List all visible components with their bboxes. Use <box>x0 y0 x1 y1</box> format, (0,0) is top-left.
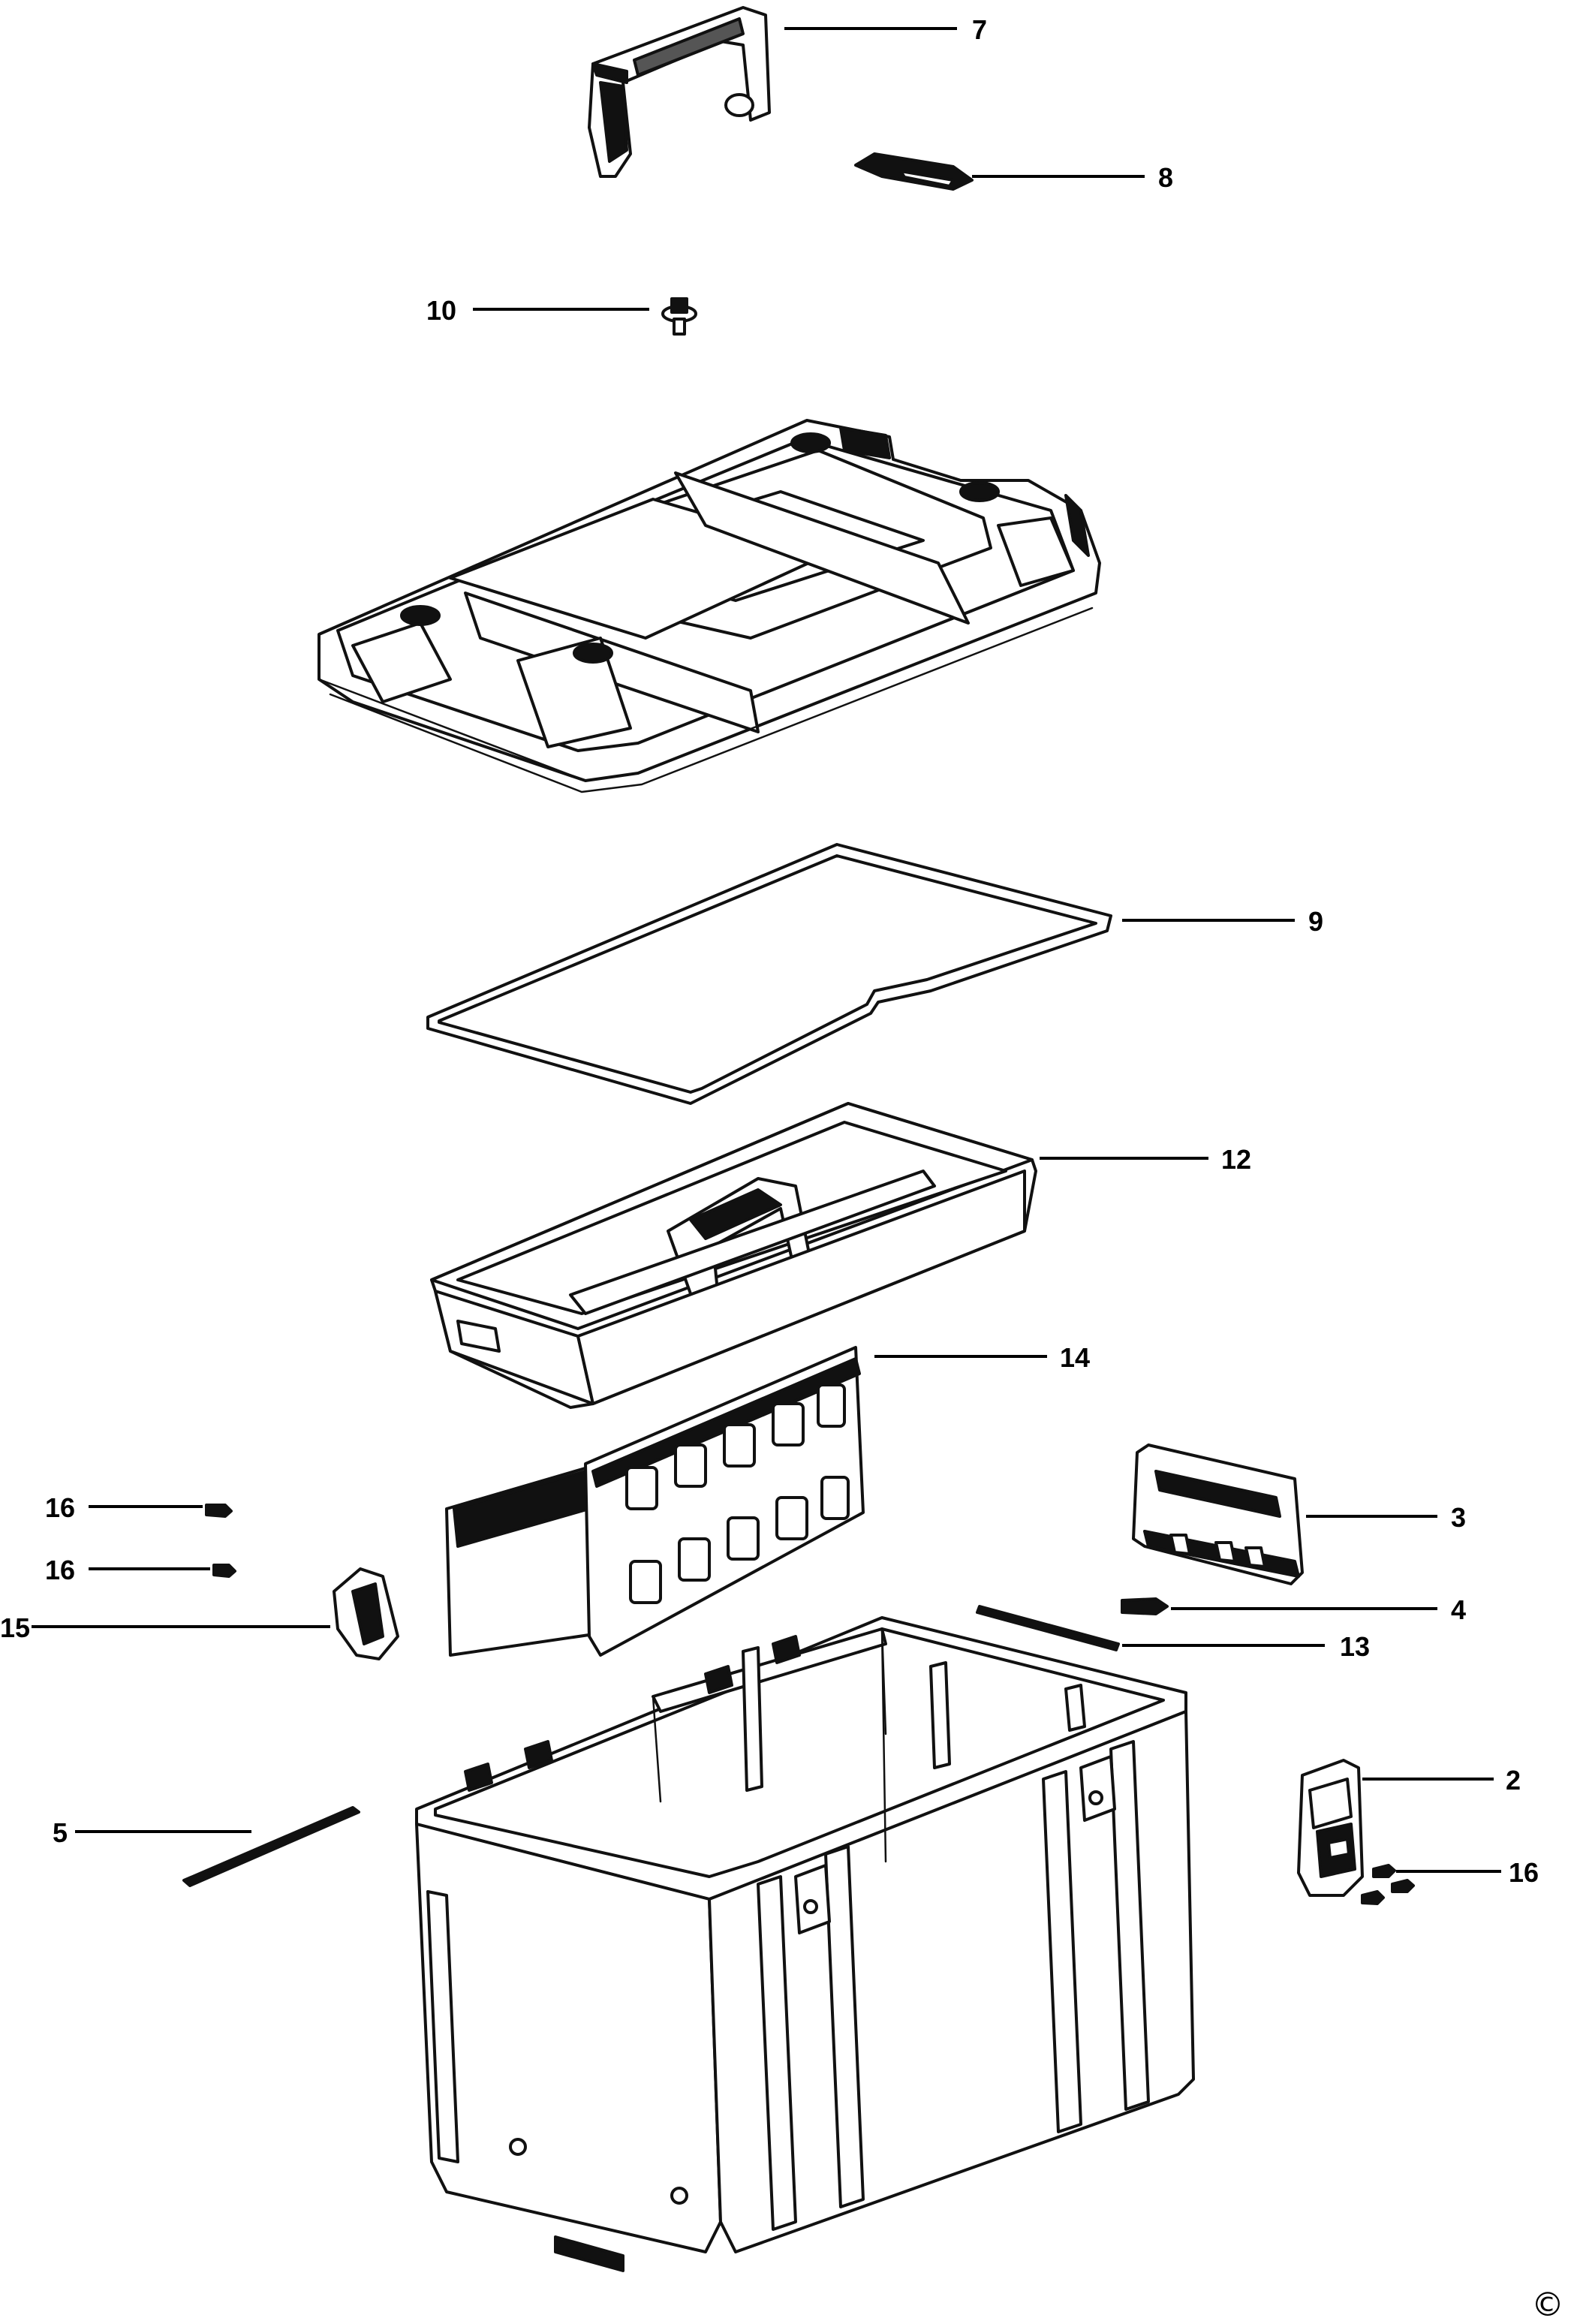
callout-label-3: 3 <box>1451 1502 1466 1533</box>
callout-label-9: 9 <box>1308 906 1323 937</box>
screw-icon <box>212 1564 236 1578</box>
hinge-rod-icon <box>976 1605 1120 1651</box>
spring-pin-icon <box>1121 1597 1169 1615</box>
side-latch-icon <box>1297 1759 1364 1897</box>
callout-label-15: 15 <box>0 1612 30 1643</box>
carry-handle-icon <box>588 6 771 178</box>
callout-label-8: 8 <box>1158 162 1173 193</box>
screw-icon <box>1361 1864 1415 1905</box>
callout-label-16b: 16 <box>45 1555 75 1585</box>
callout-label-10: 10 <box>426 295 456 326</box>
callout-label-2: 2 <box>1506 1765 1521 1796</box>
callout-label-5: 5 <box>53 1817 68 1848</box>
axle-rod-icon <box>182 1806 360 1887</box>
latch-clip-icon <box>854 152 974 191</box>
push-button-icon <box>661 297 697 336</box>
case-body-icon <box>415 1616 1195 2272</box>
callout-label-13: 13 <box>1340 1631 1370 1662</box>
callout-label-7: 7 <box>972 14 987 45</box>
copyright-symbol: © <box>1531 2286 1564 2324</box>
tote-tray-icon <box>430 1102 1037 1409</box>
callout-label-12: 12 <box>1221 1144 1251 1175</box>
callout-label-16c: 16 <box>1509 1857 1539 1888</box>
side-clip-icon <box>333 1567 399 1660</box>
lid-seal-icon <box>426 843 1112 1105</box>
callout-label-16a: 16 <box>45 1492 75 1523</box>
callout-label-14: 14 <box>1060 1342 1090 1373</box>
divider-organizer-icon <box>445 1346 865 1657</box>
screw-icon <box>205 1504 233 1518</box>
case-lid-icon <box>318 419 1101 793</box>
callout-label-4: 4 <box>1451 1594 1466 1625</box>
side-handle-icon <box>1132 1443 1304 1585</box>
